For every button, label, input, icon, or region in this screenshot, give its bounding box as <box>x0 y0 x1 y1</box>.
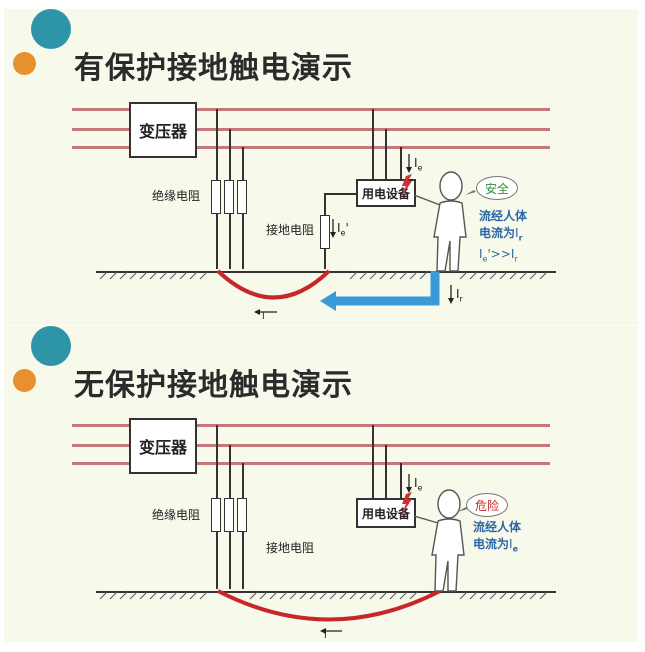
insulation-resistor-1 <box>211 180 221 214</box>
ground-resistor <box>320 215 330 249</box>
device-box: 用电设备 <box>356 498 416 528</box>
current-ie-label: Ie <box>414 476 423 493</box>
insulation-resistor-3 <box>237 180 247 214</box>
transformer-box: 变压器 <box>129 102 197 158</box>
bottom-edge-strip <box>0 643 645 652</box>
panel-without-protection: 无保护接地触电演示 变压器 绝缘电阻 用电设备 接地电阻 Ie 危险 流经人体 … <box>4 326 638 642</box>
lightning-icon <box>400 174 412 199</box>
device-wire-3 <box>400 463 402 498</box>
device-wire-2 <box>385 445 387 498</box>
power-line-1 <box>72 424 550 427</box>
device-wire-1 <box>372 425 374 498</box>
insulation-resistance-label: 绝缘电阻 <box>152 508 201 522</box>
panel-title: 有保护接地触电演示 <box>74 51 353 86</box>
power-line-2 <box>72 444 550 447</box>
current-ie-label: Ie <box>414 156 423 173</box>
status-bubble-danger: 危险 <box>466 493 508 517</box>
person-current-arrow <box>334 271 440 306</box>
person-figure <box>413 171 467 272</box>
transformer-label: 变压器 <box>138 122 187 141</box>
ground-current-label: I <box>262 312 265 322</box>
decor-teal-circle <box>31 9 71 49</box>
decor-orange-circle <box>13 52 36 75</box>
insulation-resistor-1 <box>211 498 221 532</box>
ground-line <box>96 591 556 593</box>
status-bubble-safe: 安全 <box>476 176 518 200</box>
person-figure <box>413 489 465 592</box>
insulation-resistor-2 <box>224 498 234 532</box>
panel-graphics <box>99 474 549 634</box>
ground-current-label: I <box>324 631 327 641</box>
panel-with-protection: 有保护接地触电演示 变压器 绝缘电阻 用电设备 接地电阻 Ie' Ie 安全 流… <box>4 9 638 325</box>
decor-orange-circle <box>13 369 36 392</box>
power-line-3 <box>72 146 550 149</box>
device-box: 用电设备 <box>356 179 416 207</box>
current-ie-prime-label: Ie' <box>337 221 349 238</box>
body-current-text: 流经人体 电流为Ir Ie'>>Ir <box>479 209 528 264</box>
ground-hatching <box>99 270 549 280</box>
power-line-1 <box>72 108 550 111</box>
device-wire-2 <box>385 129 387 179</box>
panel-graphics <box>99 154 549 315</box>
transformer-label: 变压器 <box>138 438 187 457</box>
panel-title: 无保护接地触电演示 <box>74 368 353 403</box>
ground-current-arc <box>217 589 441 622</box>
ground-current-arc <box>216 269 331 300</box>
insulation-resistor-2 <box>224 180 234 214</box>
decor-teal-circle <box>31 326 71 366</box>
current-ir-label: Ir <box>456 287 463 304</box>
ground-resistance-label: 接地电阻 <box>266 541 315 555</box>
device-wire-1 <box>372 109 374 179</box>
ground-wire-top <box>324 193 356 195</box>
ground-hatching <box>99 590 549 600</box>
transformer-box: 变压器 <box>129 418 197 474</box>
ground-resistance-label: 接地电阻 <box>266 223 315 237</box>
device-label: 用电设备 <box>361 186 410 201</box>
device-label: 用电设备 <box>361 506 410 521</box>
body-current-text: 流经人体 电流为Ie <box>473 520 522 554</box>
power-line-2 <box>72 128 550 131</box>
lightning-icon <box>400 492 412 517</box>
insulation-resistor-3 <box>237 498 247 532</box>
power-line-3 <box>72 462 550 465</box>
insulation-resistance-label: 绝缘电阻 <box>152 189 201 203</box>
device-wire-3 <box>400 147 402 179</box>
